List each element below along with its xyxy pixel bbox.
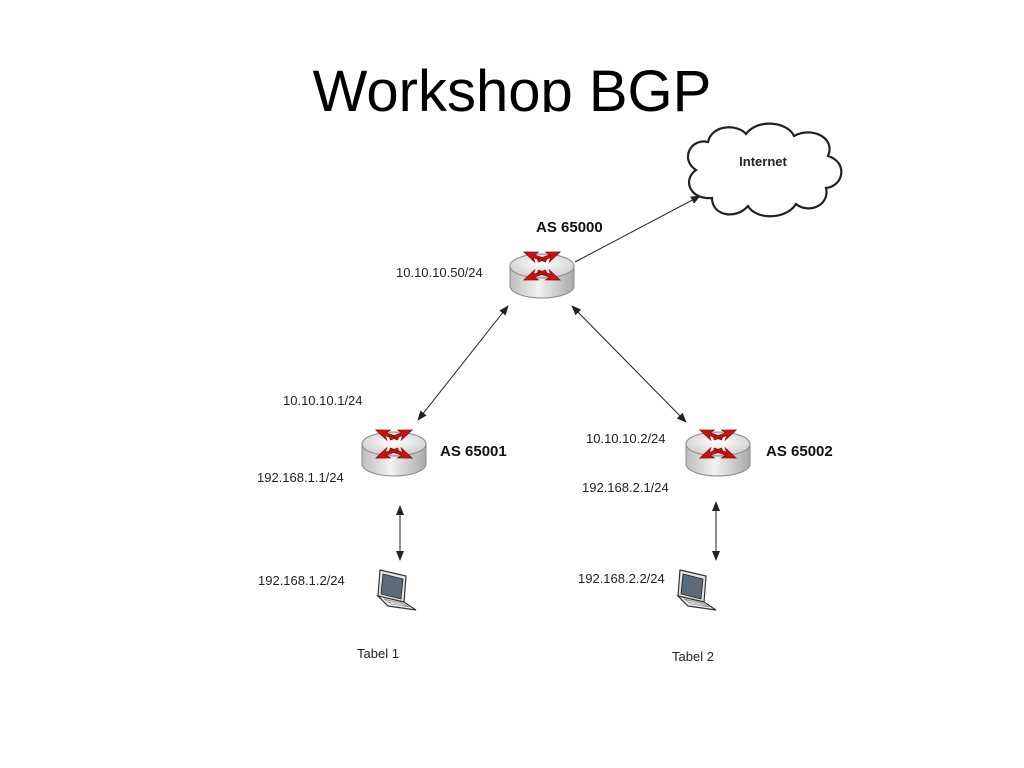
router-left: AS 65001 10.10.10.1/24 192.168.1.1/24 xyxy=(257,393,507,485)
slide-title: Workshop BGP xyxy=(312,59,712,113)
host-right: 192.168.2.2/24 Tabel 2 xyxy=(578,569,717,664)
laptop-icon xyxy=(677,569,717,611)
router-right: AS 65002 10.10.10.2/24 192.168.2.1/24 xyxy=(582,424,833,495)
internet-cloud: Internet xyxy=(686,122,843,218)
router-icon xyxy=(361,424,427,477)
links xyxy=(396,195,720,561)
router-left-as-label: AS 65001 xyxy=(440,443,507,460)
router-right-lan-ip: 192.168.2.1/24 xyxy=(582,480,669,495)
router-icon xyxy=(509,246,575,299)
cloud-label: Internet xyxy=(739,154,787,169)
router-core-ip: 10.10.10.50/24 xyxy=(396,265,483,280)
host-right-label: Tabel 2 xyxy=(672,649,714,664)
router-core: AS 65000 10.10.10.50/24 xyxy=(396,219,603,299)
link-core-internet xyxy=(574,195,701,263)
host-left-ip: 192.168.1.2/24 xyxy=(258,573,345,588)
router-icon xyxy=(685,424,751,477)
host-left-label: Tabel 1 xyxy=(357,646,399,661)
router-right-wan-ip: 10.10.10.2/24 xyxy=(586,431,666,446)
host-right-ip: 192.168.2.2/24 xyxy=(578,571,665,586)
title-area: Workshop BGP xyxy=(0,0,1024,113)
laptop-icon xyxy=(377,569,417,611)
cloud-icon xyxy=(686,122,843,218)
router-left-wan-ip: 10.10.10.1/24 xyxy=(283,393,363,408)
router-left-lan-ip: 192.168.1.1/24 xyxy=(257,470,344,485)
router-right-as-label: AS 65002 xyxy=(766,443,833,460)
host-left: 192.168.1.2/24 Tabel 1 xyxy=(258,569,417,661)
link-core-left xyxy=(417,305,509,421)
link-core-right xyxy=(571,305,687,423)
router-core-as-label: AS 65000 xyxy=(536,219,603,236)
